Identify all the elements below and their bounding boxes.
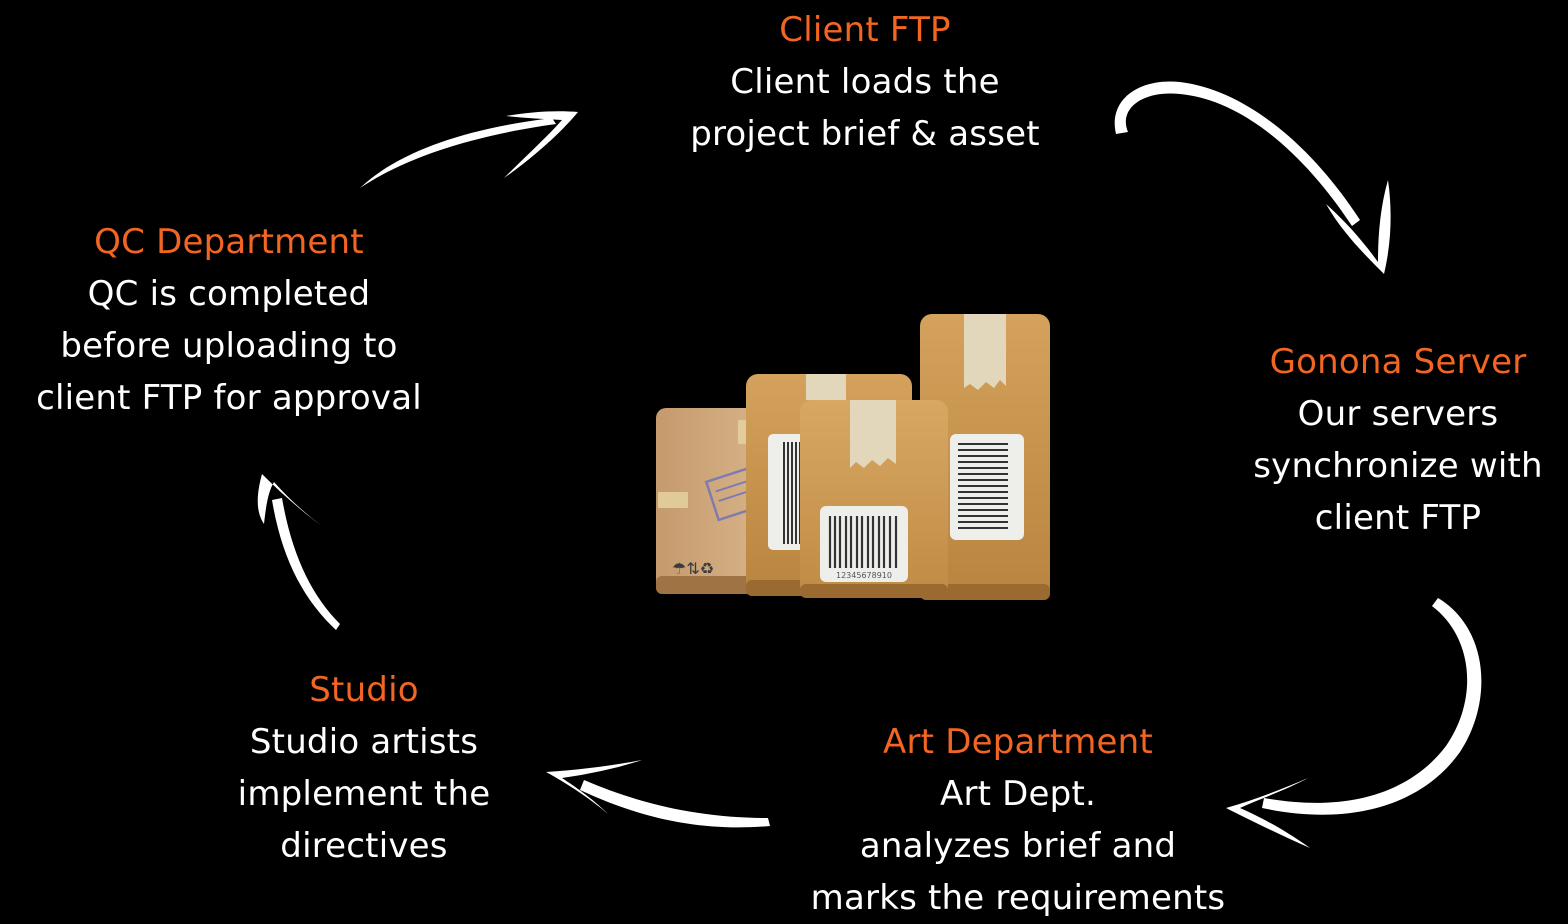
node-client-ftp: Client FTP Client loads the project brie… [660,4,1070,160]
node-desc-line: QC is completed [87,274,371,314]
arrow-studio-to-qc-icon [257,474,340,630]
arrow-client-to-server-icon [1114,81,1391,274]
node-desc-line: Client loads the [730,62,1000,102]
arrow-art-to-studio-icon [546,760,770,828]
node-desc-line: Art Dept. [940,774,1096,814]
node-desc-line: marks the requirements [810,878,1226,918]
box-tall [920,314,1050,600]
node-studio: Studio Studio artists implement the dire… [196,664,532,872]
node-desc-line: before uploading to [60,326,398,366]
box-front: 12345678910 [800,400,948,598]
node-gonona-server: Gonona Server Our servers synchronize wi… [1228,336,1568,544]
arrow-server-to-art-icon [1226,598,1482,848]
node-title: Gonona Server [1269,342,1527,382]
node-title: Art Department [883,722,1153,762]
node-title: Studio [309,670,419,710]
node-desc-line: project brief & asset [690,114,1040,154]
node-desc-line: implement the [237,774,491,814]
node-desc-line: client FTP [1314,498,1482,538]
node-title: Client FTP [779,10,951,50]
node-desc-line: analyzes brief and [859,826,1177,866]
arrow-qc-to-client-icon [360,111,578,188]
node-desc-line: Studio artists [249,722,479,762]
node-desc-line: Our servers [1297,394,1499,434]
node-desc-line: directives [280,826,448,866]
node-qc-department: QC Department QC is completed before upl… [0,216,458,424]
node-desc-line: synchronize with [1253,446,1543,486]
node-art-department: Art Department Art Dept. analyzes brief … [770,716,1266,924]
svg-text:☂⇅♻: ☂⇅♻ [672,559,714,578]
node-title: QC Department [94,222,364,262]
barcode-number: 12345678910 [836,571,892,580]
node-desc-line: client FTP for approval [36,378,422,418]
